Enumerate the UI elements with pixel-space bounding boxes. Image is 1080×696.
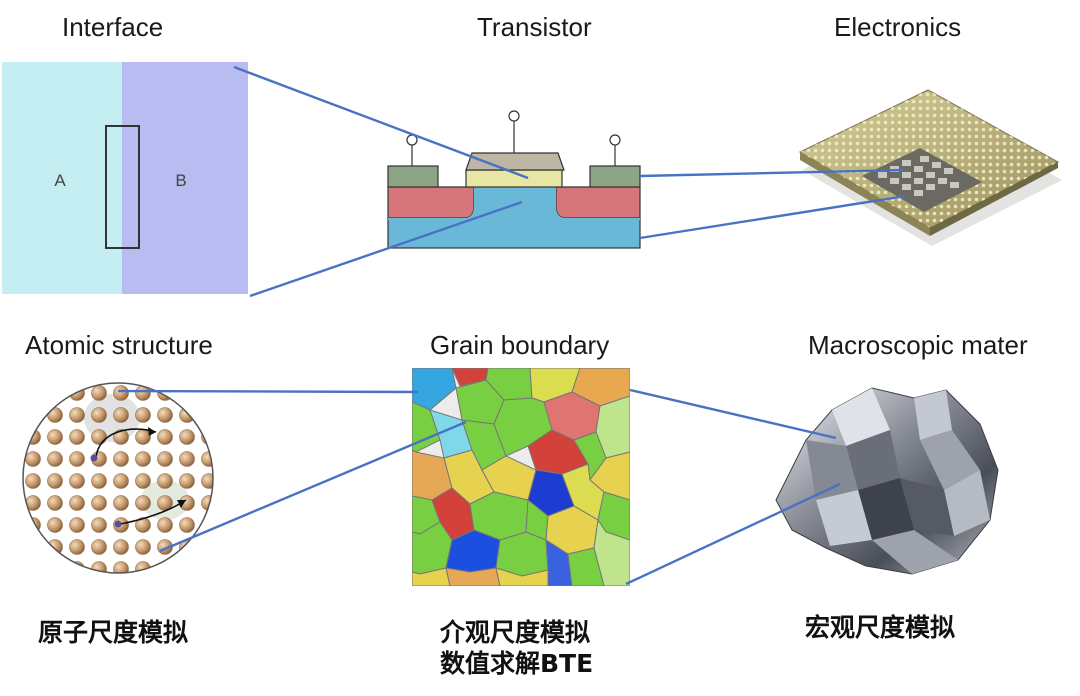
atom — [69, 451, 85, 467]
atom — [135, 407, 151, 423]
atom — [179, 451, 195, 467]
atom — [47, 561, 63, 573]
atom — [113, 473, 129, 489]
atomic-scale-simulation-label: 原子尺度模拟 — [38, 618, 189, 647]
atom — [201, 473, 213, 489]
atom — [47, 495, 63, 511]
atom — [113, 451, 129, 467]
atom — [69, 473, 85, 489]
atom — [179, 473, 195, 489]
atom — [91, 517, 107, 533]
atom — [157, 517, 173, 533]
atom — [25, 473, 41, 489]
atom — [91, 495, 107, 511]
atom — [91, 539, 107, 555]
macroscopic-material-image — [775, 387, 999, 575]
grain-boundary-title: Grain boundary — [430, 330, 610, 360]
atom — [25, 407, 41, 423]
atom — [113, 495, 129, 511]
atom — [157, 473, 173, 489]
atom — [135, 517, 151, 533]
atom — [179, 385, 195, 401]
atom — [91, 561, 107, 573]
atom — [113, 539, 129, 555]
atom — [47, 407, 63, 423]
atom — [47, 385, 63, 401]
atom — [157, 407, 173, 423]
atom — [113, 385, 129, 401]
atom — [179, 429, 195, 445]
bte-numerical-solution-label: 数值求解BTE — [440, 649, 594, 678]
atom — [69, 517, 85, 533]
atom — [201, 385, 213, 401]
electronics-title: Electronics — [834, 12, 962, 42]
atom — [25, 385, 41, 401]
atom — [47, 473, 63, 489]
atom — [135, 495, 151, 511]
atom — [25, 451, 41, 467]
atom — [135, 473, 151, 489]
atom — [47, 539, 63, 555]
interface-title: Interface — [62, 12, 164, 42]
atom — [201, 451, 213, 467]
atom — [69, 407, 85, 423]
atom — [91, 429, 107, 445]
atom — [113, 561, 129, 573]
atom — [179, 561, 195, 573]
atom — [69, 539, 85, 555]
atom — [135, 451, 151, 467]
atom — [91, 407, 107, 423]
macroscale-simulation-label: 宏观尺度模拟 — [805, 613, 956, 642]
atom — [201, 539, 213, 555]
atom — [25, 539, 41, 555]
atom — [91, 385, 107, 401]
atom — [135, 429, 151, 445]
atom — [113, 407, 129, 423]
atom — [69, 495, 85, 511]
grain-boundary-image — [412, 368, 630, 586]
atom — [25, 561, 41, 573]
atom — [47, 451, 63, 467]
atom — [91, 473, 107, 489]
atom — [135, 539, 151, 555]
atom — [201, 407, 213, 423]
atomic-structure-title: Atomic structure — [25, 330, 213, 360]
cpu-chip-image — [798, 89, 1062, 246]
interface-label-b: B — [175, 171, 186, 190]
atom — [47, 517, 63, 533]
atom — [47, 429, 63, 445]
interface-label-a: A — [54, 171, 66, 190]
atom — [157, 451, 173, 467]
atom — [113, 429, 129, 445]
mesoscale-simulation-label: 介观尺度模拟 — [440, 618, 591, 647]
atom — [179, 517, 195, 533]
atom — [69, 429, 85, 445]
atom — [157, 429, 173, 445]
atom — [179, 407, 195, 423]
atom — [201, 561, 213, 573]
atomic-structure-image — [22, 382, 214, 574]
macroscopic-material-title: Macroscopic mater — [808, 330, 1028, 360]
interface-panel: A B — [2, 62, 248, 294]
transistor-diagram — [387, 110, 641, 249]
transistor-title: Transistor — [477, 12, 592, 42]
connector-lines — [117, 65, 907, 586]
